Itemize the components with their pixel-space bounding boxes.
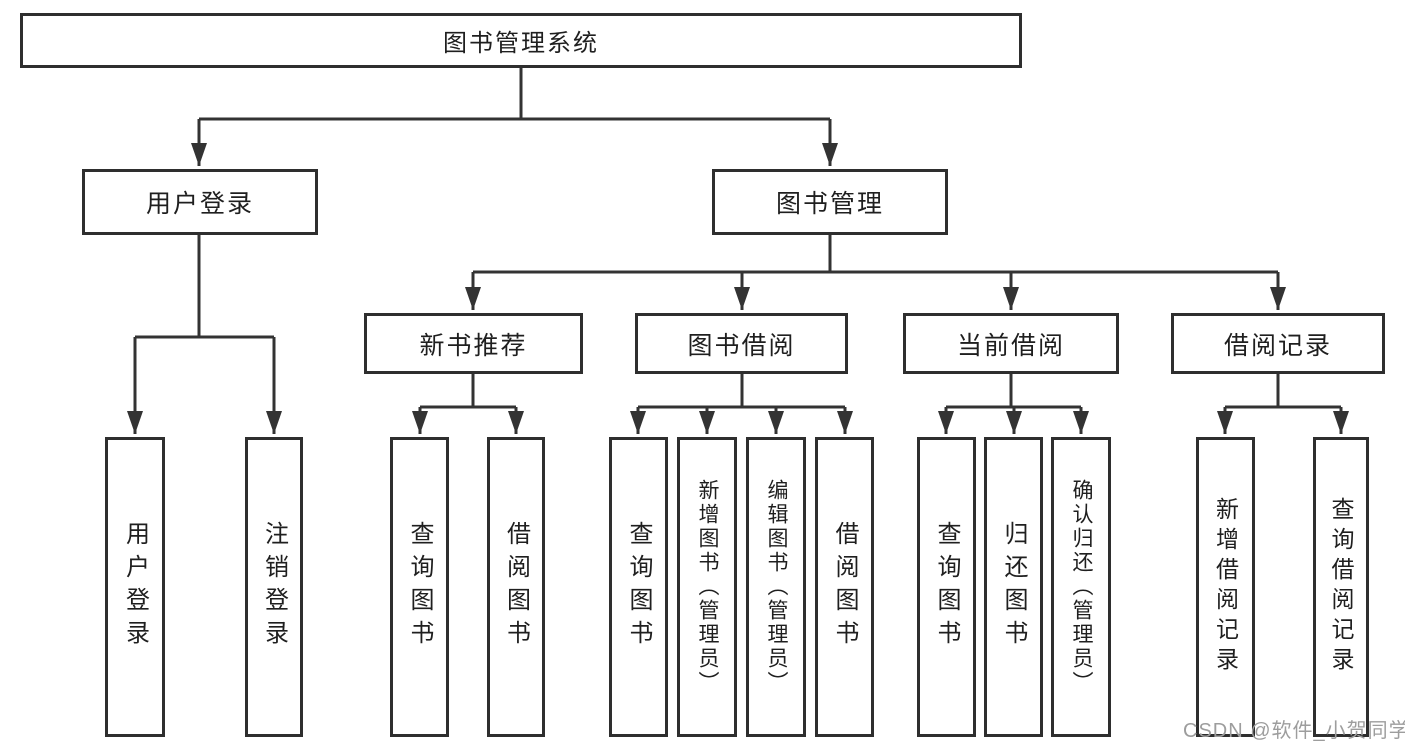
watermark: CSDN @软件_小贺同学 [1183, 720, 1405, 742]
node-book-borrow: 图书借阅 [635, 313, 848, 374]
node-new-book-recommend: 新书推荐 [364, 313, 583, 374]
node-book-management: 图书管理 [712, 169, 948, 235]
leaf-borrow-books-recommend: 借阅图书 [487, 437, 545, 737]
leaf-logout: 注销登录 [245, 437, 303, 737]
leaf-user-login: 用户登录 [105, 437, 165, 737]
leaf-query-books-recommend: 查询图书 [390, 437, 449, 737]
leaf-return-books: 归还图书 [984, 437, 1043, 737]
node-borrow-records: 借阅记录 [1171, 313, 1385, 374]
leaf-query-books-current: 查询图书 [917, 437, 976, 737]
leaf-add-borrow-record: 新增借阅记录 [1196, 437, 1255, 737]
leaf-query-books-borrow: 查询图书 [609, 437, 668, 737]
leaf-borrow-books: 借阅图书 [815, 437, 874, 737]
leaf-edit-book-admin: 编辑图书（管理员） [746, 437, 806, 737]
node-user-login: 用户登录 [82, 169, 318, 235]
leaf-add-book-admin: 新增图书（管理员） [677, 437, 737, 737]
root-node: 图书管理系统 [20, 13, 1022, 68]
leaf-confirm-return-admin: 确认归还（管理员） [1051, 437, 1111, 737]
leaf-query-borrow-record: 查询借阅记录 [1313, 437, 1369, 737]
node-current-borrow: 当前借阅 [903, 313, 1119, 374]
